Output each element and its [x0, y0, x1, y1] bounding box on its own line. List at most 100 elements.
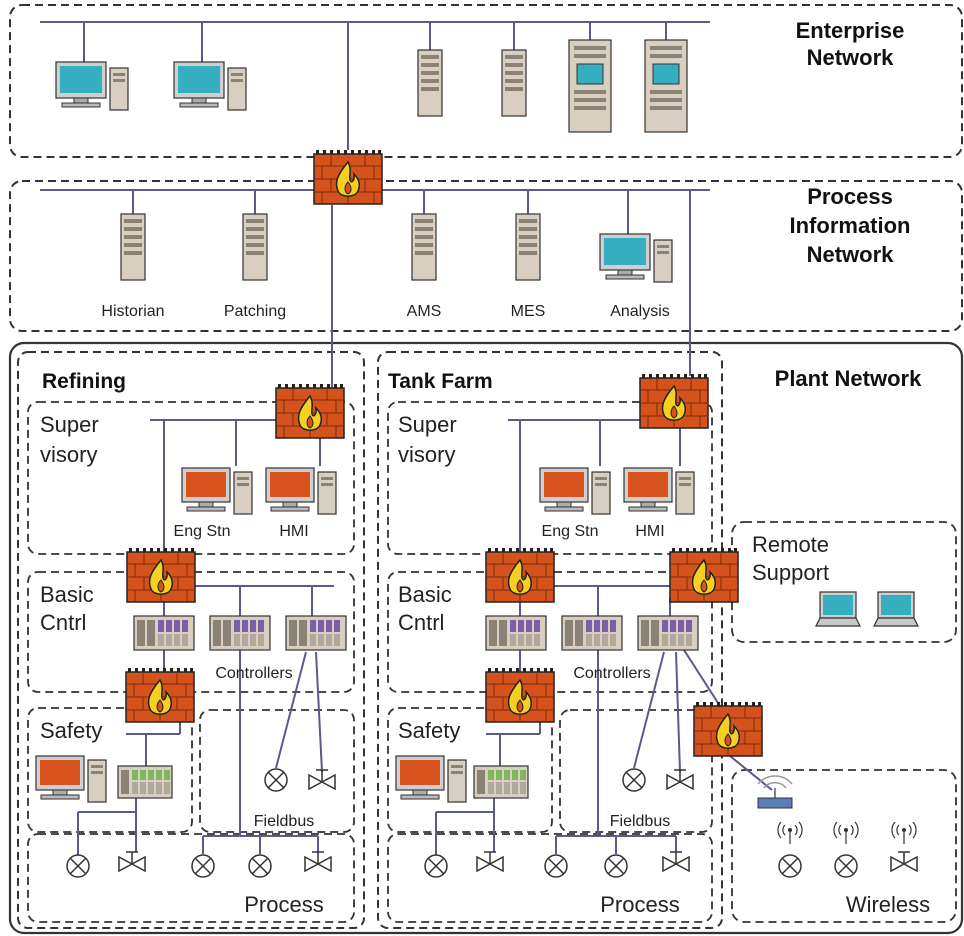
refining-hmi-workstation	[265, 467, 337, 515]
analysis-label: Analysis	[610, 303, 670, 320]
refining-basic-line2: Cntrl	[40, 610, 86, 635]
tankfarm-controller-1	[485, 615, 547, 651]
firewall-icon	[485, 667, 555, 723]
refining-field-valve	[308, 769, 336, 790]
remote-support-line1: Remote	[752, 532, 829, 557]
firewall-icon	[485, 547, 555, 603]
refining-process-sensor-1	[66, 854, 90, 878]
wireless-sensor-2	[834, 854, 858, 878]
wireless-access-point-icon	[757, 775, 793, 809]
enterprise-workstation-2	[173, 61, 247, 111]
firewall-icon	[639, 373, 709, 429]
laptop-icon	[873, 591, 919, 627]
refining-process-box	[27, 833, 355, 923]
firewall-icon	[125, 667, 195, 723]
wireless-valve	[890, 851, 918, 872]
refining-safety-label: Safety	[40, 718, 102, 743]
refining-controller-3	[285, 615, 347, 651]
tankfarm-eng-stn-label: Eng Stn	[542, 523, 599, 540]
tankfarm-process-label: Process	[600, 892, 679, 917]
tankfarm-process-sensor-2	[544, 854, 568, 878]
process-info-title-line3: Network	[807, 242, 895, 267]
analysis-workstation	[599, 233, 673, 283]
tankfarm-process-box	[387, 833, 713, 923]
tankfarm-title: Tank Farm	[388, 370, 493, 393]
process-info-title-line2: Information	[790, 213, 911, 238]
refining-safety-box	[27, 707, 193, 833]
enterprise-server-2	[501, 49, 527, 117]
tankfarm-process-sensor-3	[604, 854, 628, 878]
tankfarm-process-sensor-1	[424, 854, 448, 878]
tankfarm-hmi-workstation	[623, 467, 695, 515]
tankfarm-supervisory-line1: Super	[398, 412, 457, 437]
firewall-icon	[126, 547, 196, 603]
refining-eng-stn-workstation	[181, 467, 253, 515]
mes-server	[515, 213, 541, 281]
plant-network-title: Plant Network	[775, 366, 922, 391]
wireless-sensor-1	[778, 854, 802, 878]
ams-server	[411, 213, 437, 281]
refining-hmi-label: HMI	[279, 523, 308, 540]
refining-area	[17, 351, 365, 929]
ams-label: AMS	[407, 303, 442, 320]
tankfarm-safety-workstation	[395, 755, 467, 803]
plant-zone	[8, 341, 964, 935]
laptop-icon	[815, 591, 861, 627]
tankfarm-basic-line2: Cntrl	[398, 610, 444, 635]
refining-supervisory-line1: Super	[40, 412, 99, 437]
tankfarm-safety-box	[387, 707, 553, 833]
tankfarm-controllers-label: Controllers	[573, 665, 650, 682]
tankfarm-process-valve-2	[662, 851, 690, 872]
refining-supervisory-line2: visory	[40, 442, 97, 467]
tankfarm-supervisory-box	[387, 401, 713, 555]
firewall-icon	[275, 383, 345, 439]
refining-fieldbus-label: Fieldbus	[254, 813, 314, 830]
enterprise-zone-title-line2: Network	[807, 45, 895, 70]
refining-process-valve-2	[304, 851, 332, 872]
refining-safety-workstation	[35, 755, 107, 803]
tankfarm-field-valve	[666, 769, 694, 790]
tankfarm-controller-2	[561, 615, 623, 651]
refining-safety-controller	[117, 765, 173, 799]
refining-controller-2	[209, 615, 271, 651]
refining-process-valve-1	[118, 851, 146, 872]
refining-controller-1	[133, 615, 195, 651]
enterprise-bigserver-1	[568, 39, 612, 133]
tankfarm-eng-stn-workstation	[539, 467, 611, 515]
tankfarm-safety-controller	[473, 765, 529, 799]
refining-field-sensor	[264, 768, 288, 792]
tankfarm-field-sensor	[622, 768, 646, 792]
refining-title: Refining	[42, 370, 126, 393]
refining-controllers-label: Controllers	[215, 665, 292, 682]
wireless-signal-icon	[833, 821, 859, 845]
refining-field-box	[199, 709, 355, 833]
remote-support-line2: Support	[752, 560, 829, 585]
enterprise-bigserver-2	[644, 39, 688, 133]
tankfarm-field-box	[559, 709, 713, 833]
wireless-signal-icon	[777, 821, 803, 845]
refining-process-label: Process	[244, 892, 323, 917]
tankfarm-basic-line1: Basic	[398, 582, 452, 607]
process-info-title-line1: Process	[807, 184, 893, 209]
patching-server	[242, 213, 268, 281]
tankfarm-hmi-label: HMI	[635, 523, 664, 540]
enterprise-workstation-1	[55, 61, 129, 111]
tankfarm-process-valve-1	[476, 851, 504, 872]
firewall-icon	[313, 149, 383, 205]
network-links	[40, 21, 773, 856]
wireless-signal-icon	[891, 821, 917, 845]
tankfarm-fieldbus-label: Fieldbus	[610, 813, 670, 830]
tankfarm-area	[377, 351, 723, 929]
tankfarm-supervisory-line2: visory	[398, 442, 455, 467]
refining-eng-stn-label: Eng Stn	[174, 523, 231, 540]
mes-label: MES	[511, 303, 546, 320]
patching-label: Patching	[224, 303, 286, 320]
firewall-icon	[693, 701, 763, 757]
firewall-icon	[669, 547, 739, 603]
refining-process-sensor-3	[248, 854, 272, 878]
tankfarm-controller-3	[637, 615, 699, 651]
wireless-label: Wireless	[846, 892, 930, 917]
historian-server	[120, 213, 146, 281]
refining-basic-line1: Basic	[40, 582, 94, 607]
